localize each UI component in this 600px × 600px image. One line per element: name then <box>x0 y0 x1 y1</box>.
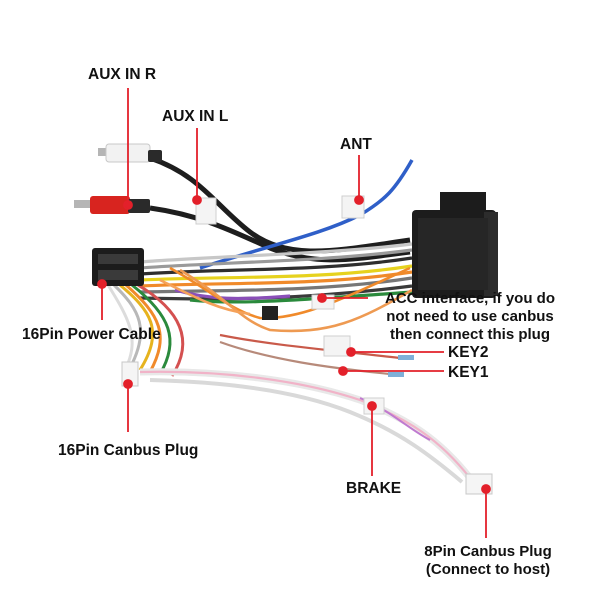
aux-r-red-cable <box>149 205 411 263</box>
label-canbus8-line-2: (Connect to host) <box>425 561 551 578</box>
ant-dot <box>354 195 364 205</box>
label-key1: KEY1 <box>448 364 489 381</box>
canbus8-dot <box>481 484 491 494</box>
key2-dot <box>346 347 356 357</box>
canbus16-dot <box>123 379 133 389</box>
label-canbus-plug-8pin: 8Pin Canbus Plug (Connect to host) <box>408 543 568 579</box>
acc-dot <box>317 293 327 303</box>
label-canbus8-line-1: 8Pin Canbus Plug <box>424 543 552 560</box>
aux-l-white-cable <box>149 155 411 254</box>
label-acc-line-2: not need to use canbus <box>386 308 554 325</box>
power-wires-down <box>106 283 185 377</box>
key1-tip <box>388 372 404 377</box>
label-acc-line-1: ACC interface, if you do <box>384 290 556 307</box>
label-power-cable-16pin: 16Pin Power Cable <box>22 326 161 343</box>
acc-small-plug <box>262 306 278 320</box>
label-key2: KEY2 <box>448 344 489 361</box>
label-acc-interface: ACC interface, if you do not need to use… <box>370 290 570 344</box>
ant-blue-wire <box>199 159 414 270</box>
label-brake: BRAKE <box>346 480 402 497</box>
power-dot <box>97 279 107 289</box>
brake-dot <box>367 401 377 411</box>
aux-l-dot <box>192 195 202 205</box>
canbus-cable <box>139 368 473 484</box>
label-canbus-plug-16pin: 16Pin Canbus Plug <box>58 442 199 459</box>
key-tag <box>323 335 351 357</box>
aux-l-rca-plug <box>98 143 162 163</box>
aux-r-dot <box>123 200 133 210</box>
label-acc-line-3: then connect this plug <box>390 326 550 343</box>
label-aux-in-l: AUX IN L <box>162 108 229 125</box>
acc-orange-wires <box>159 266 413 333</box>
key2-wire <box>219 333 401 360</box>
label-ant: ANT <box>340 136 372 153</box>
iso-connector <box>412 192 498 298</box>
key2-tip <box>398 355 414 360</box>
aux-r-rca-plug <box>74 196 150 214</box>
aux-tag <box>195 197 217 225</box>
power-connector-16pin <box>92 248 144 286</box>
key1-dot <box>338 366 348 376</box>
label-aux-in-r: AUX IN R <box>88 66 157 83</box>
